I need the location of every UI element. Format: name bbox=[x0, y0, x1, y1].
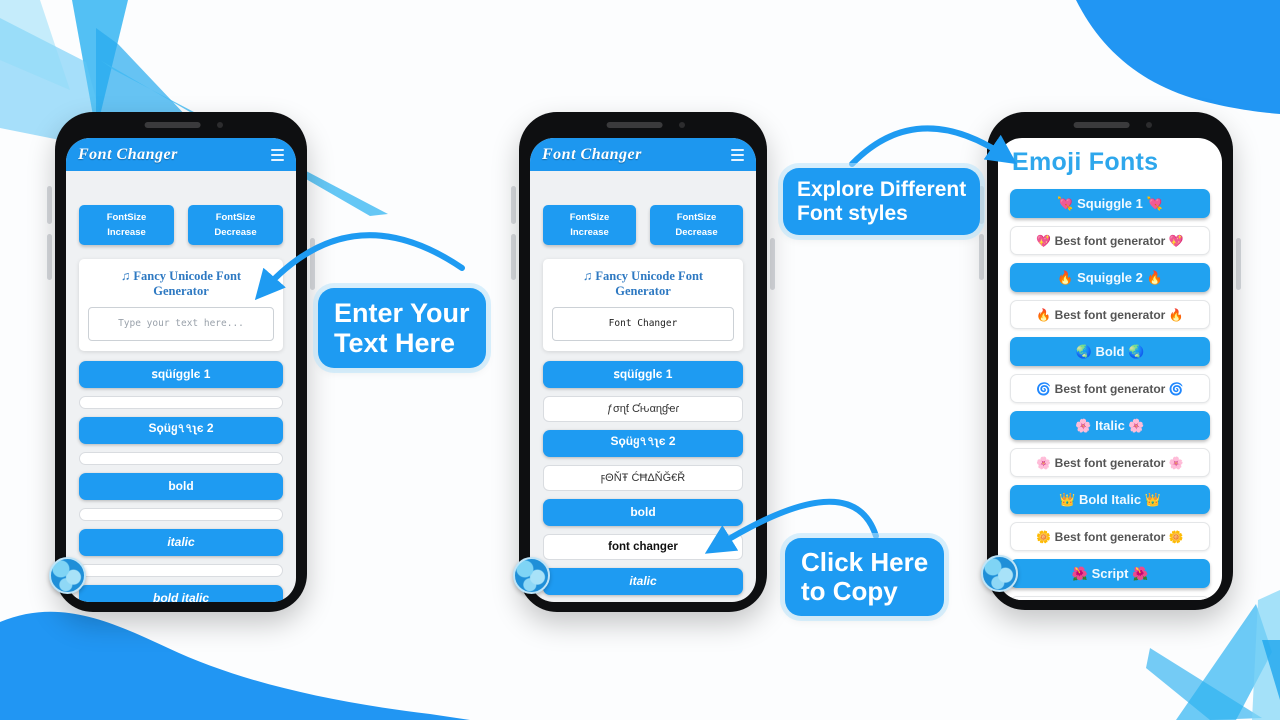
style-button-bold-italic[interactable]: bold italic bbox=[79, 584, 283, 602]
text-input[interactable] bbox=[88, 306, 274, 341]
app-header: Font Changer bbox=[66, 138, 296, 171]
emoji-style-button-squiggle1[interactable]: 💘 Squiggle 1 💘 bbox=[1010, 189, 1210, 218]
phone-mockup-middle: Font Changer FontSize Increase FontSize … bbox=[513, 112, 767, 612]
style-list: ꜱqüígglє 1 Sϙüყ৭৭ʅє 2 bold italic bold i… bbox=[79, 360, 283, 602]
emoji-output-pill[interactable]: 🔥 Best font generator 🔥 bbox=[1010, 300, 1210, 329]
fontsize-decrease-button[interactable]: FontSize Decrease bbox=[188, 205, 283, 245]
style-button-squiggle1[interactable]: ꜱqüígglє 1 bbox=[79, 360, 283, 388]
style-button-bold[interactable]: bold bbox=[543, 498, 743, 526]
fontsize-increase-button[interactable]: FontSize Increase bbox=[543, 205, 636, 245]
style-list: ꜱqüígglє 1 ƒσɳƭ Ƈԋαɳɠҽɾ Sϙüყ৭৭ʅє 2 ϝΘŇŦ … bbox=[543, 360, 743, 595]
emoji-style-button-bold-italic[interactable]: 👑 Bold Italic 👑 bbox=[1010, 485, 1210, 514]
output-pill-squiggle2[interactable]: ϝΘŇŦ ĆĦΔŇĞ€Ř bbox=[543, 464, 743, 491]
globe-icon[interactable] bbox=[981, 555, 1018, 592]
emoji-output-pill[interactable]: 💖 Best font generator 💖 bbox=[1010, 226, 1210, 255]
hamburger-menu-icon[interactable] bbox=[271, 146, 284, 164]
phone-camera-icon bbox=[1146, 122, 1152, 128]
fontsize-controls: FontSize Increase FontSize Decrease bbox=[79, 205, 283, 245]
emoji-style-button-italic[interactable]: 🌸 Italic 🌸 bbox=[1010, 411, 1210, 440]
style-button-squiggle1[interactable]: ꜱqüígglє 1 bbox=[543, 360, 743, 388]
globe-icon[interactable] bbox=[513, 557, 550, 594]
emoji-fonts-content: Emoji Fonts 💘 Squiggle 1 💘 💖 Best font g… bbox=[998, 148, 1222, 600]
decoration-triangle bbox=[1176, 604, 1272, 720]
phone-side-button bbox=[47, 186, 52, 224]
emoji-style-button-squiggle2[interactable]: 🔥 Squiggle 2 🔥 bbox=[1010, 263, 1210, 292]
output-pill[interactable] bbox=[79, 507, 283, 521]
emoji-style-button-script[interactable]: 🌺 Script 🌺 bbox=[1010, 559, 1210, 588]
output-pill-bold[interactable]: font changer bbox=[543, 533, 743, 560]
phone-side-button bbox=[979, 186, 984, 224]
style-button-italic[interactable]: italic bbox=[543, 567, 743, 595]
phone-side-button bbox=[979, 234, 984, 280]
output-pill[interactable] bbox=[79, 395, 283, 409]
decoration-triangle bbox=[1252, 590, 1280, 720]
output-pill[interactable] bbox=[79, 563, 283, 577]
generator-title: ♫ Fancy Unicode Font Generator bbox=[120, 269, 242, 298]
app-content: FontSize Increase FontSize Decrease ♫ Fa… bbox=[530, 205, 756, 595]
hamburger-menu-icon[interactable] bbox=[731, 146, 744, 164]
emoji-output-pill[interactable]: 🌺 Best font generator 🌺 bbox=[1010, 596, 1210, 600]
emoji-font-list: 💘 Squiggle 1 💘 💖 Best font generator 💖 🔥… bbox=[1010, 189, 1210, 600]
phone-speaker bbox=[1073, 122, 1130, 128]
emoji-fonts-heading: Emoji Fonts bbox=[1012, 148, 1159, 176]
app-title: Font Changer bbox=[78, 145, 178, 163]
emoji-output-pill[interactable]: 🌀 Best font generator 🌀 bbox=[1010, 374, 1210, 403]
app-title: Font Changer bbox=[542, 145, 642, 163]
decoration-triangle bbox=[1146, 648, 1262, 720]
phone-left-screen: Font Changer FontSize Increase FontSize … bbox=[66, 138, 296, 602]
phone-side-button bbox=[511, 186, 516, 224]
callout-explore-fonts: Explore Different Font styles bbox=[783, 168, 981, 236]
generator-title: ♫ Fancy Unicode Font Generator bbox=[582, 269, 704, 298]
output-pill-squiggle1[interactable]: ƒσɳƭ Ƈԋαɳɠҽɾ bbox=[543, 395, 743, 422]
phone-side-button bbox=[511, 234, 516, 280]
emoji-output-pill[interactable]: 🌼 Best font generator 🌼 bbox=[1010, 522, 1210, 551]
arrow-to-emoji-fonts bbox=[849, 125, 1017, 167]
style-button-squiggle2[interactable]: Sϙüყ৭৭ʅє 2 bbox=[79, 416, 283, 444]
style-button-squiggle2[interactable]: Sϙüყ৭৭ʅє 2 bbox=[543, 429, 743, 457]
phone-mockup-right: Emoji Fonts 💘 Squiggle 1 💘 💖 Best font g… bbox=[981, 112, 1233, 610]
emoji-style-button-bold[interactable]: 🌏 Bold 🌏 bbox=[1010, 337, 1210, 366]
phone-mockup-left: Font Changer FontSize Increase FontSize … bbox=[49, 112, 307, 612]
phone-camera-icon bbox=[679, 122, 685, 128]
phone-right-screen: Emoji Fonts 💘 Squiggle 1 💘 💖 Best font g… bbox=[998, 138, 1222, 600]
decoration-blob-bottom-left bbox=[0, 611, 470, 720]
emoji-output-pill[interactable]: 🌸 Best font generator 🌸 bbox=[1010, 448, 1210, 477]
phone-side-button bbox=[1236, 238, 1241, 290]
app-header: Font Changer bbox=[530, 138, 756, 171]
callout-enter-text: Enter Your Text Here bbox=[318, 288, 486, 369]
fontsize-decrease-button[interactable]: FontSize Decrease bbox=[650, 205, 743, 245]
fontsize-controls: FontSize Increase FontSize Decrease bbox=[543, 205, 743, 245]
decoration-blob-top-right bbox=[1076, 0, 1280, 114]
generator-card: ♫ Fancy Unicode Font Generator bbox=[543, 259, 743, 351]
phone-side-button bbox=[310, 238, 315, 290]
callout-click-to-copy: Click Here to Copy bbox=[785, 538, 945, 617]
style-button-bold[interactable]: bold bbox=[79, 472, 283, 500]
phone-middle-screen: Font Changer FontSize Increase FontSize … bbox=[530, 138, 756, 602]
phone-speaker bbox=[606, 122, 663, 128]
phone-speaker bbox=[144, 122, 201, 128]
globe-icon[interactable] bbox=[49, 557, 86, 594]
phone-side-button bbox=[770, 238, 775, 290]
fontsize-increase-button[interactable]: FontSize Increase bbox=[79, 205, 174, 245]
generator-card: ♫ Fancy Unicode Font Generator bbox=[79, 259, 283, 351]
decoration-triangle bbox=[1262, 640, 1280, 700]
text-input[interactable] bbox=[552, 306, 734, 341]
style-button-italic[interactable]: italic bbox=[79, 528, 283, 556]
decoration-triangle bbox=[0, 0, 70, 90]
phone-camera-icon bbox=[217, 122, 223, 128]
app-content: FontSize Increase FontSize Decrease ♫ Fa… bbox=[66, 205, 296, 602]
phone-side-button bbox=[47, 234, 52, 280]
output-pill[interactable] bbox=[79, 451, 283, 465]
